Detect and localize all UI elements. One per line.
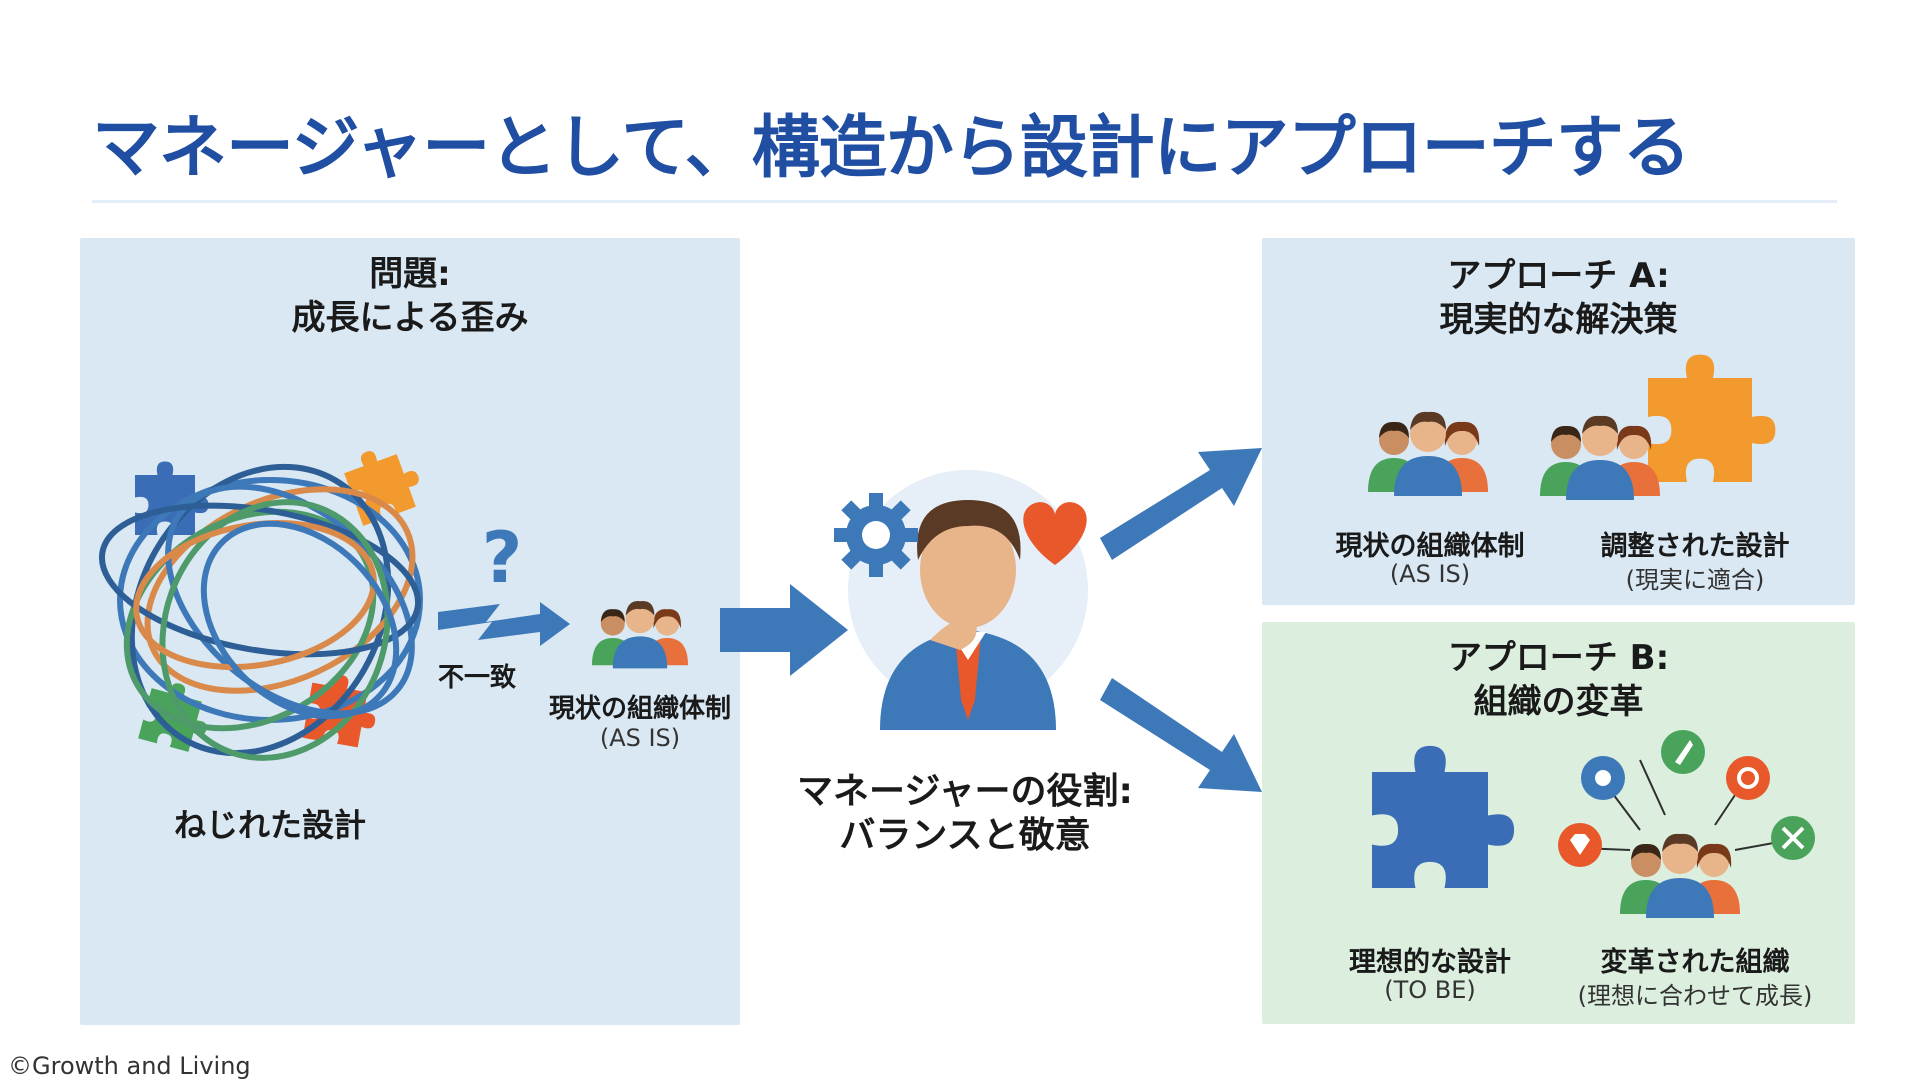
approach-a-team-icon	[1368, 412, 1488, 496]
tools-icon	[1771, 816, 1815, 860]
copyright-footer: ©Growth and Living	[8, 1052, 251, 1080]
current-team-icon	[592, 601, 688, 668]
approach-a-heading-line2: 現実的な解決策	[1439, 300, 1678, 341]
current-team-label: 現状の組織体制	[548, 694, 731, 724]
transformed-org-illustration	[1558, 730, 1815, 918]
tangled-design-label: ねじれた設計	[173, 806, 366, 844]
approach-a-design-label: 調整された設計	[1600, 531, 1790, 562]
page-title: マネージャーとして、構造から設計にアプローチする	[92, 109, 1691, 188]
problem-heading-line1: 問題:	[369, 254, 451, 294]
approach-b-panel	[1262, 622, 1855, 1024]
rocket-icon	[1661, 730, 1705, 774]
approach-b-heading-line1: アプローチ B:	[1447, 638, 1670, 678]
mismatch-label: 不一致	[438, 663, 517, 693]
manager-role-label: マネージャーの役割:	[797, 771, 1133, 812]
heart-icon	[1023, 502, 1087, 565]
arrow-to-approach-a	[1100, 448, 1262, 560]
problem-heading: 問題: 成長による歪み	[80, 252, 740, 340]
manager-illustration	[834, 470, 1088, 730]
ideal-design-puzzle	[1372, 745, 1515, 888]
tangled-design-illustration	[98, 437, 428, 761]
transformed-org-label: 変革された組織	[1600, 947, 1790, 978]
approach-a-team-sub: (AS IS)	[1389, 560, 1471, 588]
question-mark: ?	[482, 517, 523, 599]
gear-icon	[834, 493, 918, 577]
approach-a-heading: アプローチ A: 現実的な解決策	[1262, 254, 1855, 342]
ideal-design-sub: (TO BE)	[1384, 976, 1476, 1004]
transformed-org-sub: (理想に合わせて成長)	[1577, 982, 1813, 1010]
approach-a-team-label: 現状の組織体制	[1335, 531, 1525, 562]
manager-role-sub: バランスと敬意	[839, 815, 1091, 856]
gear-small-icon	[1726, 756, 1770, 800]
problem-heading-line2: 成長による歪み	[291, 298, 529, 339]
arrow-to-manager	[720, 584, 848, 676]
ideal-design-label: 理想的な設計	[1349, 947, 1511, 978]
arrow-to-approach-b	[1100, 678, 1262, 792]
mismatch-zigzag-arrow	[438, 602, 570, 646]
approach-a-heading-line1: アプローチ A:	[1447, 256, 1670, 296]
title-divider	[92, 200, 1837, 203]
approach-a-design-sub: (現実に適合)	[1625, 566, 1765, 594]
strategy-icon	[1581, 756, 1625, 800]
approach-b-heading: アプローチ B: 組織の変革	[1262, 636, 1855, 724]
approach-b-heading-line2: 組織の変革	[1473, 682, 1644, 723]
diamond-icon	[1558, 823, 1602, 867]
current-team-sub: (AS IS)	[599, 724, 681, 752]
adjusted-design-illustration	[1540, 354, 1776, 500]
